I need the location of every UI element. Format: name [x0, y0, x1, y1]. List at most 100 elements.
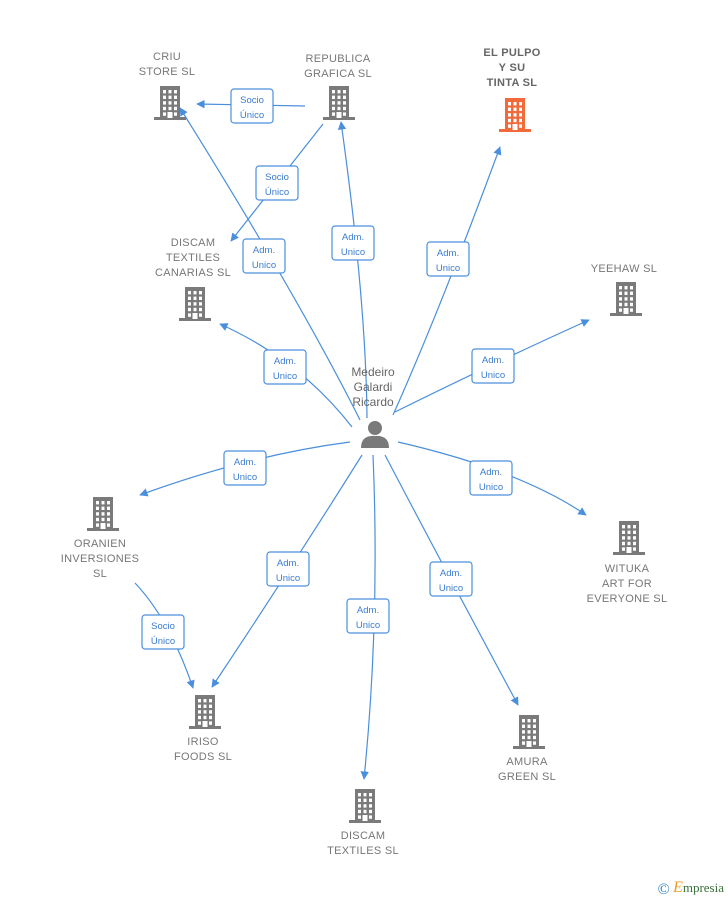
edge-label-text: Adm.: [482, 355, 504, 366]
company-name: Y SU: [499, 62, 526, 74]
company-name: ART FOR: [602, 578, 652, 590]
empresia-watermark[interactable]: © Empresia: [658, 879, 724, 899]
company-node-wituka[interactable]: WITUKA ART FOR EVERYONE SL: [587, 521, 668, 605]
edge-label-text: Unico: [436, 263, 460, 274]
edge-label-p-criu[interactable]: Adm. Unico: [242, 238, 286, 274]
edge-p-pulpo: [392, 146, 502, 416]
company-node-iriso[interactable]: IRISO FOODS SL: [174, 695, 232, 763]
company-name: TEXTILES SL: [327, 845, 399, 857]
person-name: Ricardo: [352, 395, 394, 409]
edge-p-criu: [179, 107, 361, 421]
building-icon: [189, 695, 221, 729]
edge-label-text: Unico: [481, 370, 505, 381]
company-name: DISCAM: [171, 237, 216, 249]
company-name: DISCAM: [341, 830, 386, 842]
edge-label-text: Adm.: [440, 568, 462, 579]
edge-label-box: [346, 598, 390, 634]
company-name: TINTA SL: [487, 77, 538, 89]
edge-label-text: Adm.: [342, 232, 364, 243]
edge-label-box: [242, 238, 286, 274]
company-name: SL: [93, 568, 107, 580]
edge-p-rep: [337, 121, 368, 419]
edge-label-text: Adm.: [274, 356, 296, 367]
edge-label-text: Adm.: [437, 248, 459, 259]
edge-label-p-pulpo[interactable]: Adm. Unico: [426, 241, 470, 277]
edge-label-box: [255, 165, 299, 201]
company-node-pulpo[interactable]: EL PULPO Y SU TINTA SL: [483, 47, 540, 132]
building-icon: [87, 497, 119, 531]
company-name: GRAFICA SL: [304, 68, 372, 80]
building-icon: [513, 715, 545, 749]
company-node-yeehaw[interactable]: YEEHAW SL: [591, 263, 657, 316]
company-name: CANARIAS SL: [155, 267, 231, 279]
person-icon: [361, 421, 389, 448]
edges-layer: [134, 99, 590, 780]
edge-label-text: Único: [240, 110, 264, 121]
company-node-criu[interactable]: CRIU STORE SL: [139, 51, 196, 120]
company-name: FOODS SL: [174, 751, 232, 763]
edge-label-text: Unico: [233, 472, 257, 483]
edge-label-p-iriso[interactable]: Adm.Unico: [266, 551, 310, 587]
company-name: YEEHAW SL: [591, 263, 657, 275]
edge-label-text: Adm.: [234, 457, 256, 468]
edge-label-text: Unico: [341, 247, 365, 258]
edge-label-p-wituka[interactable]: Adm. Unico: [469, 460, 513, 496]
edge-label-p-amura[interactable]: Adm.Unico: [429, 561, 473, 597]
edge-label-p-rep[interactable]: Adm. Unico: [331, 225, 375, 261]
edge-label-p-yeehaw[interactable]: Adm. Unico: [471, 348, 515, 384]
edge-label-text: Unico: [252, 260, 276, 271]
building-icon: [613, 521, 645, 555]
edge-label-text: Unico: [356, 620, 380, 631]
edge-label-text: Socio: [151, 621, 175, 632]
edge-label-text: Adm.: [480, 467, 502, 478]
edge-label-box: [331, 225, 375, 261]
company-name: WITUKA: [605, 563, 650, 575]
brand-name: mpresia: [682, 880, 724, 895]
company-name: ORANIEN: [74, 538, 126, 550]
edge-label-text: Adm.: [357, 605, 379, 616]
edge-label-text: Socio: [240, 95, 264, 106]
company-name: STORE SL: [139, 66, 196, 78]
edge-label-box: [266, 551, 310, 587]
edge-label-text: Unico: [479, 482, 503, 493]
edge-label-box: [223, 450, 267, 486]
company-node-discam_canarias[interactable]: DISCAM TEXTILES CANARIAS SL: [155, 237, 231, 321]
building-icon: [349, 789, 381, 823]
edge-label-box: [426, 241, 470, 277]
company-name: REPUBLICA: [305, 53, 370, 65]
company-node-oranien[interactable]: ORANIEN INVERSIONES SL: [61, 497, 140, 580]
building-icon: [499, 98, 531, 132]
edge-label-box: [230, 88, 274, 124]
edge-label-p-discamc[interactable]: Adm. Unico: [263, 349, 307, 385]
company-name: EL PULPO: [483, 47, 540, 59]
company-name: INVERSIONES: [61, 553, 140, 565]
brand-initial: E: [673, 879, 683, 896]
company-name: IRISO: [187, 736, 219, 748]
company-name: CRIU: [153, 51, 181, 63]
nodes-layer: CRIU STORE SL REPUBLICA GRAFICA SL EL PULPO Y…: [61, 47, 668, 857]
edge-label-box: [263, 349, 307, 385]
edge-label-text: Adm.: [253, 245, 275, 256]
building-icon: [179, 287, 211, 321]
edge-label-box: [469, 460, 513, 496]
edge-label-text: Unico: [273, 371, 297, 382]
building-icon: [154, 86, 186, 120]
building-icon: [323, 86, 355, 120]
copyright-icon: ©: [657, 881, 670, 898]
company-name: TEXTILES: [166, 252, 220, 264]
person-name: Medeiro: [351, 365, 395, 379]
edge-label-p-oranien[interactable]: Adm. Unico: [223, 450, 267, 486]
company-name: EVERYONE SL: [587, 593, 668, 605]
edge-label-text: Único: [265, 187, 289, 198]
edge-label-p-discamt[interactable]: Adm. Unico: [346, 598, 390, 634]
company-node-discam_textiles[interactable]: DISCAM TEXTILES SL: [327, 789, 399, 857]
company-node-republica[interactable]: REPUBLICA GRAFICA SL: [304, 53, 372, 120]
edge-label-text: Socio: [265, 172, 289, 183]
